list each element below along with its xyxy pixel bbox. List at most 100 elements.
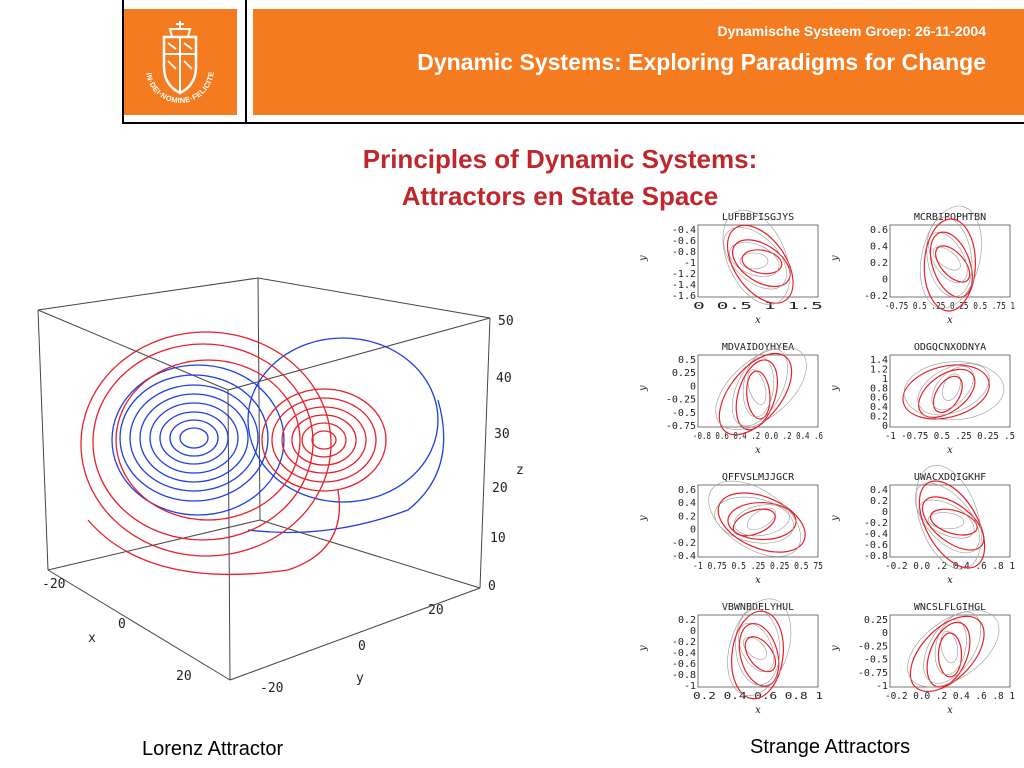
- panel-y-tick: 0.2: [678, 615, 696, 626]
- z-tick: 50: [498, 314, 514, 329]
- panel-y-tick: -0.4: [864, 529, 888, 540]
- panel-y-tick: 0.4: [870, 242, 888, 253]
- panel-y-tick: -1: [684, 681, 696, 692]
- lorenz-attractor-plot: 50 40 30 20 10 0 z -20 0 20 x 20 0 -20 y: [37, 277, 524, 696]
- panel-y-tick: -1.2: [672, 269, 696, 280]
- panel-y-label: y: [830, 385, 841, 392]
- attractor-curve: [731, 610, 784, 700]
- panel-y-tick: 1: [882, 374, 888, 385]
- panel-y-label: y: [640, 385, 649, 392]
- panel-x-ticks: -0.75 0.5 .25 0.25 0.5 .75 1: [885, 301, 1015, 312]
- attractor-curve: [727, 598, 792, 696]
- panel-y-tick: -0.75: [666, 421, 696, 432]
- logo-motto: IN·DEI·NOMINE·FELICITER: [121, 2, 215, 105]
- lorenz-red-center: [318, 435, 330, 445]
- x-tick: 0: [118, 617, 126, 632]
- z-axis-label: z: [516, 463, 524, 478]
- z-tick: 20: [492, 481, 508, 496]
- attractor-curve: [909, 615, 985, 693]
- attractor-curve: [743, 636, 768, 660]
- panel-frame: [889, 484, 1011, 558]
- strange-attractors-grid: LUFBBFISGJYS-0.4-0.6-0.8-1-1.2-1.4-1.60 …: [640, 205, 1015, 716]
- panel-y-tick: 0.2: [678, 511, 696, 522]
- panel-x-ticks: -0.8 0.6 0.4 .2 0.0 .2 0.4 .6: [693, 431, 823, 442]
- panel-y-tick: -0.2: [864, 291, 888, 302]
- panel-y-tick: 0.4: [870, 402, 888, 413]
- panel-y-tick: -0.25: [858, 641, 888, 652]
- attractor-curve: [915, 464, 982, 570]
- panel-y-tick: -0.2: [672, 538, 696, 549]
- attractor-curve: [722, 209, 791, 305]
- y-tick: 20: [428, 603, 444, 618]
- panel-y-tick: 0: [882, 628, 888, 639]
- panel-y-tick: 0.5: [678, 355, 696, 366]
- attractor-curve: [928, 232, 968, 284]
- panel-y-tick: -0.75: [858, 668, 888, 679]
- attractor-curve: [917, 363, 990, 416]
- panel-x-label: x: [755, 705, 761, 716]
- attractor-curve: [907, 610, 1000, 688]
- attractor-curve: [932, 246, 961, 271]
- attractor-curve: [735, 608, 781, 686]
- y-tick: 0: [358, 639, 366, 654]
- x-axis-label: x: [88, 631, 96, 646]
- panel-y-tick: 0.6: [870, 393, 888, 404]
- y-axis-label: y: [356, 671, 364, 686]
- panel-y-label: y: [640, 645, 649, 652]
- panel-title: QFFVSLMJJGCR: [722, 472, 795, 483]
- slide-title-line-2: Attractors en State Space: [401, 181, 719, 211]
- attractor-curve: [931, 366, 974, 410]
- panel-y-tick: -0.5: [672, 408, 696, 419]
- panel-y-tick: -0.8: [672, 670, 696, 681]
- attractor-curve: [940, 630, 958, 664]
- panel-title: MDVAIDOYHYEA: [722, 342, 794, 353]
- attractor-curve: [717, 492, 806, 553]
- attractor-curve: [708, 480, 802, 557]
- attractor-curve: [746, 370, 771, 420]
- attractor-curve: [741, 249, 783, 275]
- panel-y-tick: 0.6: [870, 225, 888, 236]
- attractor-panel: UWACXDQIGKHF0.40.20-0.2-0.4-0.6-0.8-0.2 …: [830, 464, 1015, 586]
- panel-y-tick: 0.2: [870, 496, 888, 507]
- panel-y-tick: -0.25: [666, 395, 696, 406]
- panel-y-tick: 0.25: [672, 368, 696, 379]
- panel-y-tick: -0.4: [672, 551, 696, 562]
- panel-x-ticks: 0 0.5 1 1.5: [693, 301, 823, 312]
- panel-y-tick: 1.2: [870, 364, 888, 375]
- panel-frame: [697, 484, 819, 558]
- attractor-curve: [715, 346, 807, 430]
- attractor-panel: LUFBBFISGJYS-0.4-0.6-0.8-1-1.2-1.4-1.60 …: [640, 209, 823, 326]
- panel-y-tick: -0.8: [864, 551, 888, 562]
- header-banner: Dynamische Systeem Groep: 26-11-2004 Dyn…: [253, 9, 1024, 115]
- z-tick: 40: [496, 371, 512, 386]
- slide-title-line-1: Principles of Dynamic Systems:: [362, 144, 758, 174]
- x-ticks: -20 0 20 x: [42, 577, 192, 684]
- svg-text:IN·DEI·NOMINE·FELICITER: IN·DEI·NOMINE·FELICITER: [124, 9, 216, 105]
- x-tick: -20: [42, 577, 65, 592]
- header-title: Dynamic Systems: Exploring Paradigms for…: [417, 49, 986, 75]
- panel-y-label: y: [830, 645, 841, 652]
- slide-title: Principles of Dynamic Systems: Attractor…: [280, 141, 840, 215]
- panel-y-tick: -0.5: [864, 655, 888, 666]
- attractor-curve: [729, 242, 780, 277]
- attractor-curve: [923, 611, 982, 684]
- attractor-curve: [937, 632, 963, 678]
- attractor-curve: [923, 218, 976, 312]
- attractor-curve: [738, 622, 775, 672]
- panel-title: MCRBIPOPHTBN: [914, 212, 986, 223]
- panel-x-label: x: [755, 315, 761, 326]
- attractor-curve: [714, 496, 794, 544]
- attractor-curve: [747, 369, 767, 405]
- z-tick: 10: [490, 531, 506, 546]
- attractor-curve: [726, 224, 794, 304]
- panel-y-tick: 0.4: [870, 485, 888, 496]
- attractor-curve: [746, 507, 776, 531]
- attractor-curve: [735, 359, 779, 431]
- panel-x-ticks: -1 -0.75 0.5 .25 0.25 .5: [885, 431, 1015, 442]
- panel-frame: [889, 614, 1011, 688]
- panel-y-label: y: [640, 515, 649, 522]
- panel-y-tick: 0.6: [678, 485, 696, 496]
